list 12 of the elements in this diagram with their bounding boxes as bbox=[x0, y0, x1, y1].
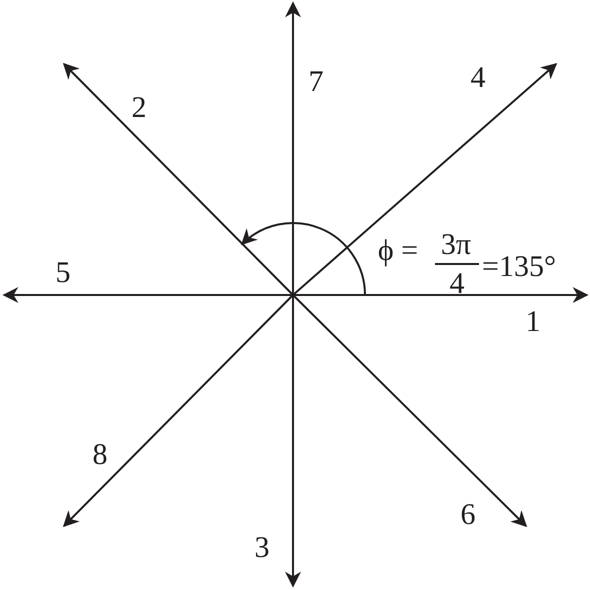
angle-value: =135° bbox=[482, 252, 556, 282]
direction-number: 5 bbox=[56, 258, 70, 288]
direction-number: 4 bbox=[470, 63, 486, 93]
fraction-denominator: 4 bbox=[450, 269, 464, 299]
direction-number: 3 bbox=[254, 533, 270, 563]
direction-number: 1 bbox=[526, 307, 540, 337]
direction-number: 8 bbox=[92, 440, 108, 470]
fraction-numerator: 3π bbox=[440, 230, 472, 260]
angle-formula: ϕ = bbox=[378, 236, 418, 266]
direction-number: 2 bbox=[132, 93, 146, 123]
direction-number: 7 bbox=[308, 67, 324, 97]
direction-number: 6 bbox=[460, 500, 476, 530]
